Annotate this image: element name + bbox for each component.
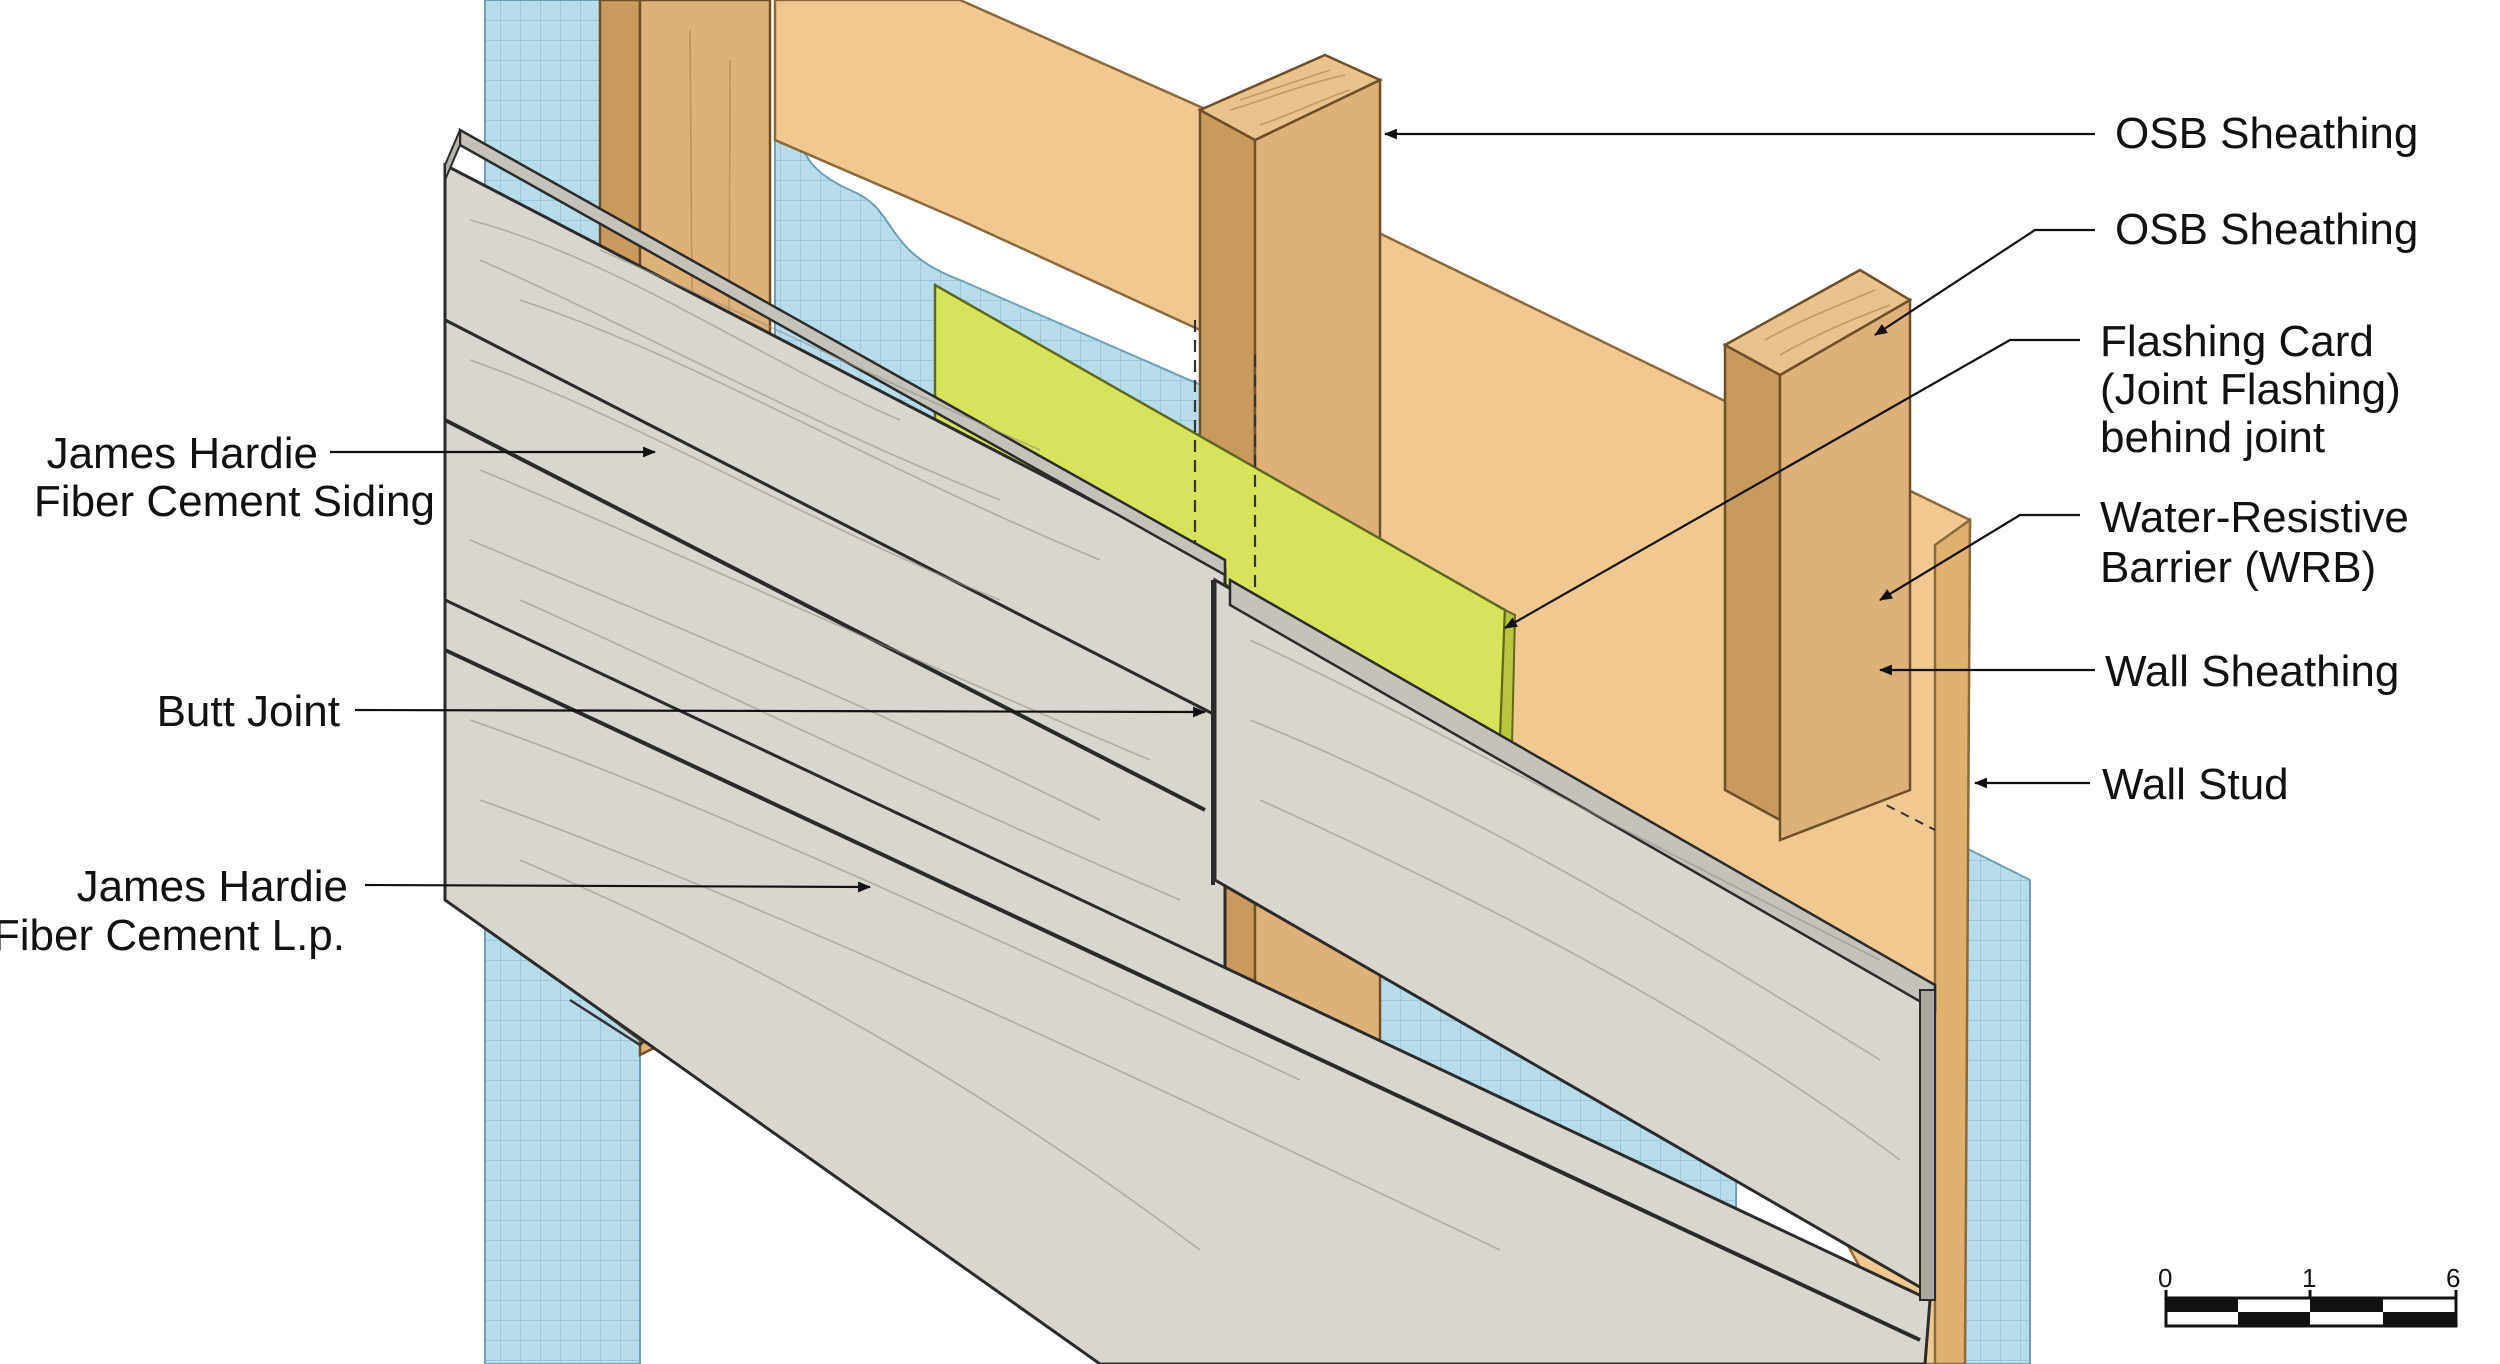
callout-lap (364, 881, 872, 893)
label-lap-line2: Fiber Cement L.p. (0, 911, 345, 960)
scale-tick-0: 0 (2158, 1263, 2172, 1293)
stud-right (1722, 268, 1913, 842)
label-butt-joint: Butt Joint (157, 687, 340, 736)
callout-butt-joint (354, 706, 1207, 718)
label-flashing-card-line3: behind joint (2100, 413, 2325, 462)
label-lap-line1: James Hardie (77, 862, 348, 911)
label-flashing-card-line1: Flashing Card (2100, 317, 2374, 366)
board-end-cap (1919, 989, 1936, 1301)
scale-bar: 0 1 6 (2158, 1263, 2460, 1328)
callout-wrb (1879, 513, 2080, 601)
label-osb-sheathing-second: OSB Sheathing (2115, 205, 2418, 254)
label-siding-line1: James Hardie (47, 429, 318, 478)
siding-board-bottom (443, 597, 1932, 1364)
label-osb-sheathing-top: OSB Sheathing (2115, 109, 2418, 158)
scale-tick-6: 6 (2446, 1263, 2460, 1293)
label-wrb-line1: Water-Resistive (2100, 493, 2409, 542)
callout-flashing-card (1504, 338, 2080, 629)
label-wrb-line2: Barrier (WRB) (2100, 543, 2376, 592)
joint-hidden-lines (1193, 320, 1257, 600)
scale-tick-1: 1 (2302, 1263, 2316, 1293)
label-wall-stud: Wall Stud (2102, 760, 2289, 809)
label-siding-line2: Fiber Cement Siding (34, 477, 435, 526)
callout-lines (330, 128, 2095, 893)
wall-sheathing-edge (1933, 517, 1972, 1364)
stud-right-end-grain (1722, 268, 1913, 377)
label-wall-sheathing: Wall Sheathing (2105, 647, 2399, 696)
label-flashing-card-line2: (Joint Flashing) (2100, 365, 2401, 414)
callout-osb-second (1874, 228, 2095, 336)
stud-center-end-grain (1197, 53, 1383, 142)
